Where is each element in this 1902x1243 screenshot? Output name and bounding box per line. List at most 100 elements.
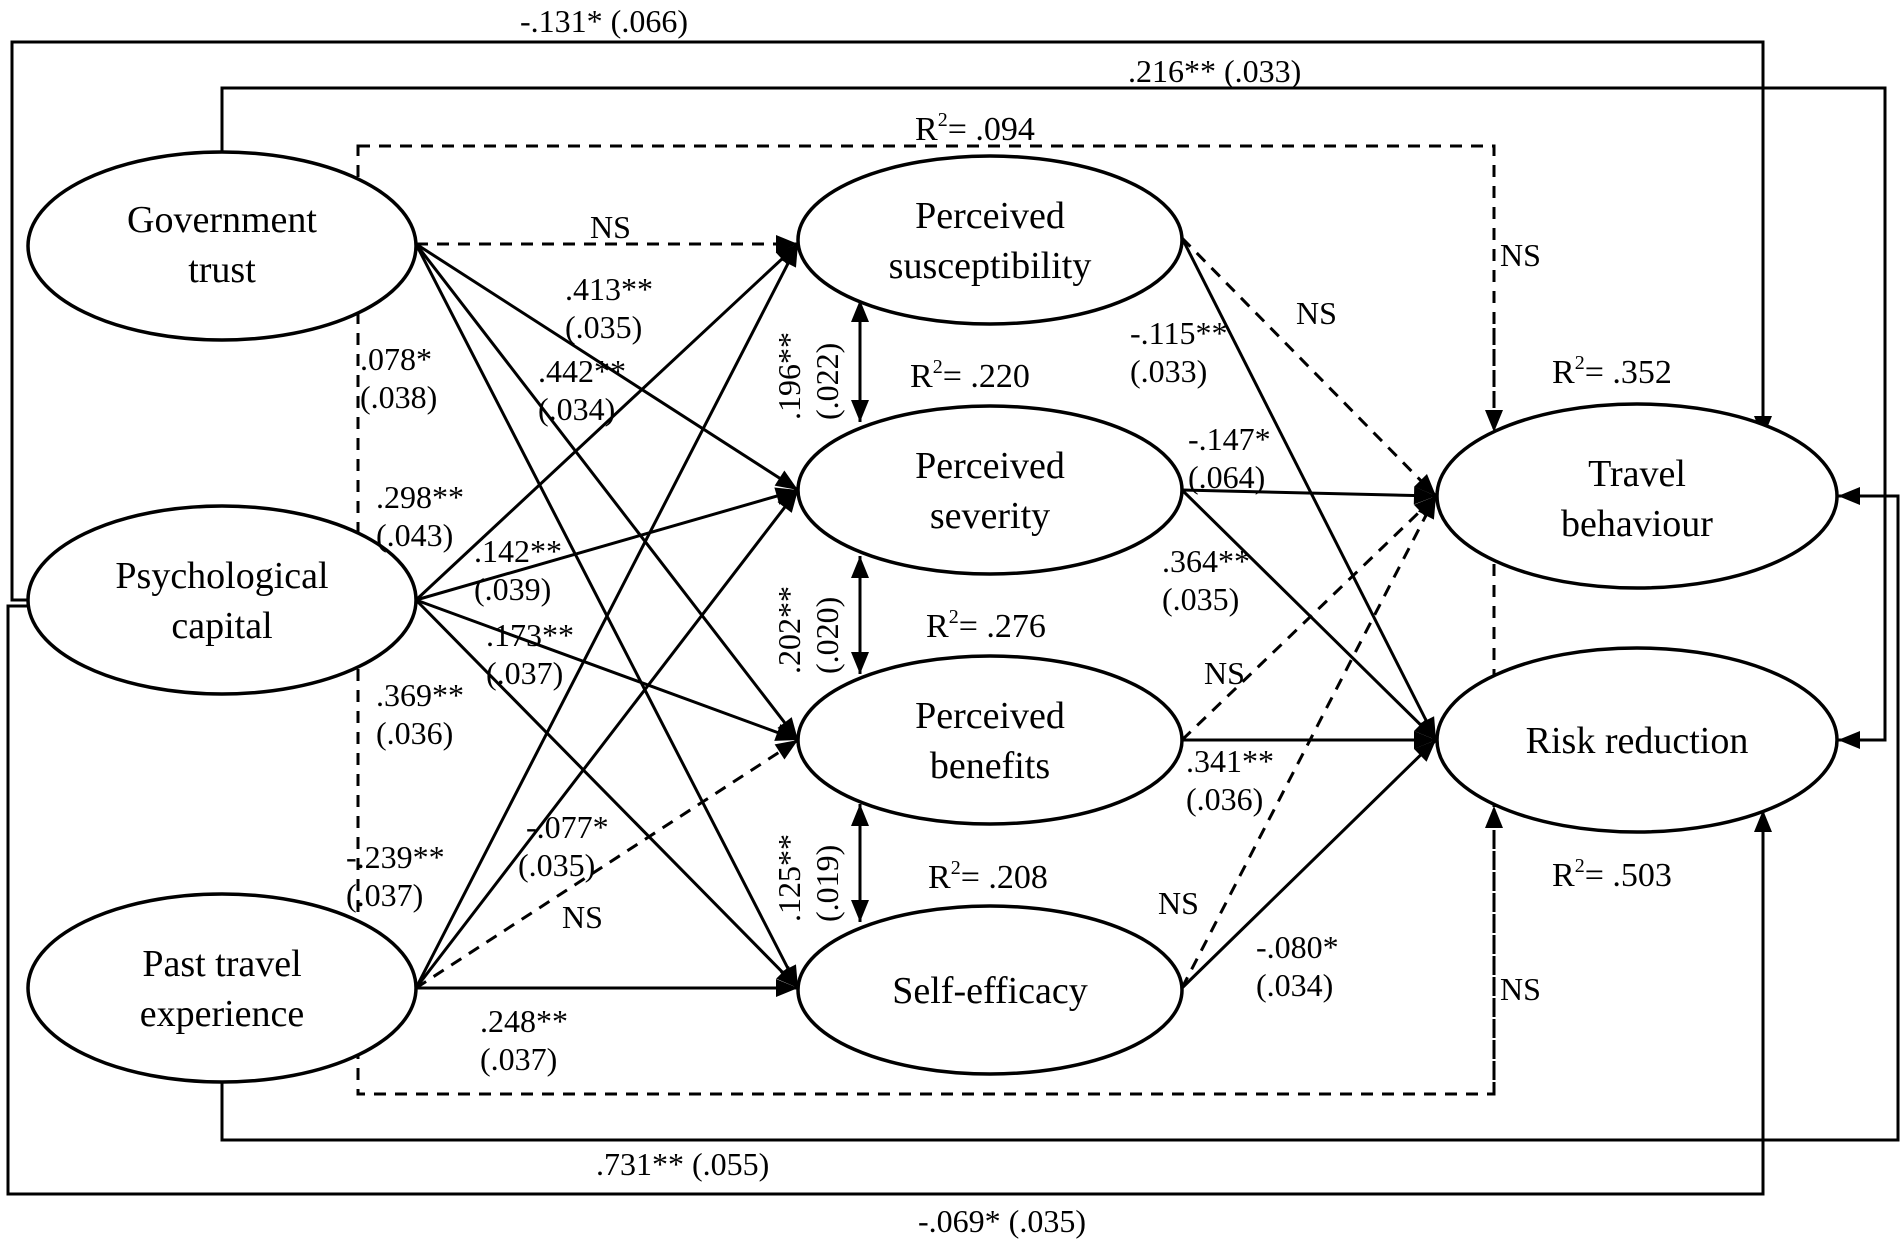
coef-ben-rr-1: .341**	[1186, 743, 1274, 779]
path-psy-to-ps	[414, 242, 800, 602]
path-ptx-to-sev	[414, 489, 800, 989]
coef-gt-se-1: .078*	[360, 341, 432, 377]
label-psychological-capital-2: capital	[171, 605, 272, 647]
r2-risk-reduction: R2= .503	[1552, 855, 1672, 894]
path-psy-to-se-arrowhead	[776, 966, 798, 988]
coef-ptx-sev-1: -.077*	[526, 809, 609, 845]
path-ptx-to-sev-arrowhead	[777, 490, 798, 513]
path-ptx-to-ps-arrowhead	[779, 244, 798, 268]
coef-gt-ps: NS	[590, 209, 631, 245]
path-ptx-to-ben-arrowhead	[774, 740, 798, 760]
path-psy-to-risk-outer-arrowhead	[1754, 810, 1772, 832]
coef-se-rr-1: -.080*	[1256, 929, 1339, 965]
path-ps-to-tb	[1180, 236, 1438, 498]
coef-ptx-ben: NS	[562, 899, 603, 935]
label-self-efficacy: Self-efficacy	[892, 970, 1088, 1012]
coef-gt-se-2: (.038)	[360, 379, 437, 415]
coef-outer-lowest: -.069* (.035)	[918, 1203, 1086, 1239]
label-past-travel-1: Past travel	[142, 943, 301, 985]
path-box-to-risk-arrowhead	[1485, 806, 1503, 828]
path-se-to-rr	[1180, 738, 1438, 990]
path-psy-to-sev	[415, 488, 799, 602]
cov-ben-se-arrowhead-end	[851, 900, 869, 922]
coef-cov-sev-ben-2: (.020)	[809, 597, 845, 674]
coef-psy-ps-1: .298**	[376, 479, 464, 515]
label-benefits-1: Perceived	[915, 695, 1065, 737]
coef-ps-rr-2: (.033)	[1130, 353, 1207, 389]
outer-paths	[6, 40, 1900, 1196]
coef-psy-se-2: (.036)	[376, 715, 453, 751]
coef-ps-tb: NS	[1296, 295, 1337, 331]
node-risk-reduction	[1435, 646, 1839, 834]
path-ben-to-tb	[1180, 494, 1438, 742]
path-gt-to-sev	[415, 242, 799, 492]
r2-self-efficacy: R2= .208	[928, 857, 1048, 896]
coef-sev-tb-2: (.064)	[1188, 459, 1265, 495]
exogenous-paths	[414, 242, 800, 990]
path-sev-to-tb	[1181, 488, 1437, 498]
coef-cov-sev-ben-1: .202**	[771, 586, 807, 674]
path-psy-to-se	[414, 598, 800, 990]
path-gt-to-ben	[414, 243, 800, 741]
r-squared-labels: R2= .094 R2= .220 R2= .276 R2= .208 R2= …	[910, 109, 1672, 896]
path-sev-to-tb-arrowhead	[1413, 486, 1436, 505]
path-se-to-rr-arrowhead	[1413, 740, 1436, 762]
coef-cov-ben-se-1: .125**	[771, 834, 807, 922]
node-past-travel-experience	[26, 892, 418, 1084]
coef-sev-tb-1: -.147*	[1188, 421, 1271, 457]
coef-psy-ben-2: (.037)	[486, 655, 563, 691]
coef-cov-ps-sev-1: .196**	[771, 332, 807, 420]
coef-sev-rr-2: (.035)	[1162, 581, 1239, 617]
path-ben-to-rr-arrowhead	[1414, 731, 1436, 749]
mediator-paths	[1180, 236, 1438, 990]
r2-benefits: R2= .276	[926, 606, 1046, 645]
coef-box-tb: NS	[1500, 237, 1541, 273]
coef-ptx-se-1: .248**	[480, 1003, 568, 1039]
coef-psy-sev-1: .142**	[474, 533, 562, 569]
path-gt-to-risk-outer-arrowhead	[1838, 731, 1860, 749]
path-ptx-to-ps	[414, 243, 800, 989]
coef-outer-top: -.131* (.066)	[520, 3, 688, 39]
path-box-to-travel-arrowhead	[1485, 410, 1503, 432]
cov-sev-ben-arrowhead-end	[851, 652, 869, 674]
coef-psy-ps-2: (.043)	[376, 517, 453, 553]
coef-outer-second: .216** (.033)	[1128, 53, 1301, 89]
mediator-box	[356, 144, 1496, 1096]
node-perceived-susceptibility	[796, 154, 1184, 326]
coef-ptx-se-2: (.037)	[480, 1041, 557, 1077]
path-psy-to-risk-outer	[6, 604, 1765, 1196]
path-psy-to-ben	[415, 598, 799, 742]
cov-ps-sev-arrowhead-start	[851, 300, 869, 322]
path-gt-to-ps-arrowhead	[776, 235, 798, 253]
label-travel-behaviour-2: behaviour	[1561, 503, 1713, 545]
coef-ben-rr-2: (.036)	[1186, 781, 1263, 817]
node-self-efficacy	[796, 904, 1184, 1076]
coef-gt-ben-1: .442**	[538, 353, 626, 389]
path-ptx-to-se-arrowhead	[776, 979, 798, 997]
coef-ben-tb: NS	[1204, 655, 1245, 691]
cov-sev-ben-arrowhead-start	[851, 556, 869, 578]
label-severity-2: severity	[930, 495, 1050, 537]
node-psychological-capital	[26, 504, 418, 696]
path-sev-to-rr	[1180, 488, 1438, 742]
coef-se-rr-2: (.034)	[1256, 967, 1333, 1003]
path-psy-to-ben-arrowhead	[774, 723, 798, 741]
coef-cov-ps-sev-2: (.022)	[809, 343, 845, 420]
node-perceived-severity	[796, 404, 1184, 576]
label-risk-reduction: Risk reduction	[1526, 720, 1749, 762]
label-government-trust-2: trust	[188, 249, 256, 291]
path-gt-to-ben-arrowhead	[777, 717, 798, 740]
coef-psy-sev-2: (.039)	[474, 571, 551, 607]
path-se-to-tb-arrowhead	[1417, 496, 1436, 520]
path-psy-to-travel-outer	[10, 40, 1765, 602]
label-government-trust-1: Government	[127, 199, 317, 241]
coef-gt-sev-2: (.035)	[565, 309, 642, 345]
coef-ptx-ps-1: -.239**	[346, 839, 445, 875]
label-past-travel-2: experience	[140, 993, 305, 1035]
coefficient-labels: -.131* (.066) .216** (.033) .731** (.055…	[346, 3, 1541, 1239]
coef-sev-rr-1: .364**	[1162, 543, 1250, 579]
node-labels: Government trust Psychological capital P…	[115, 195, 1748, 1035]
path-ps-to-rr	[1180, 237, 1438, 741]
r2-box: R2= .094	[915, 109, 1035, 148]
